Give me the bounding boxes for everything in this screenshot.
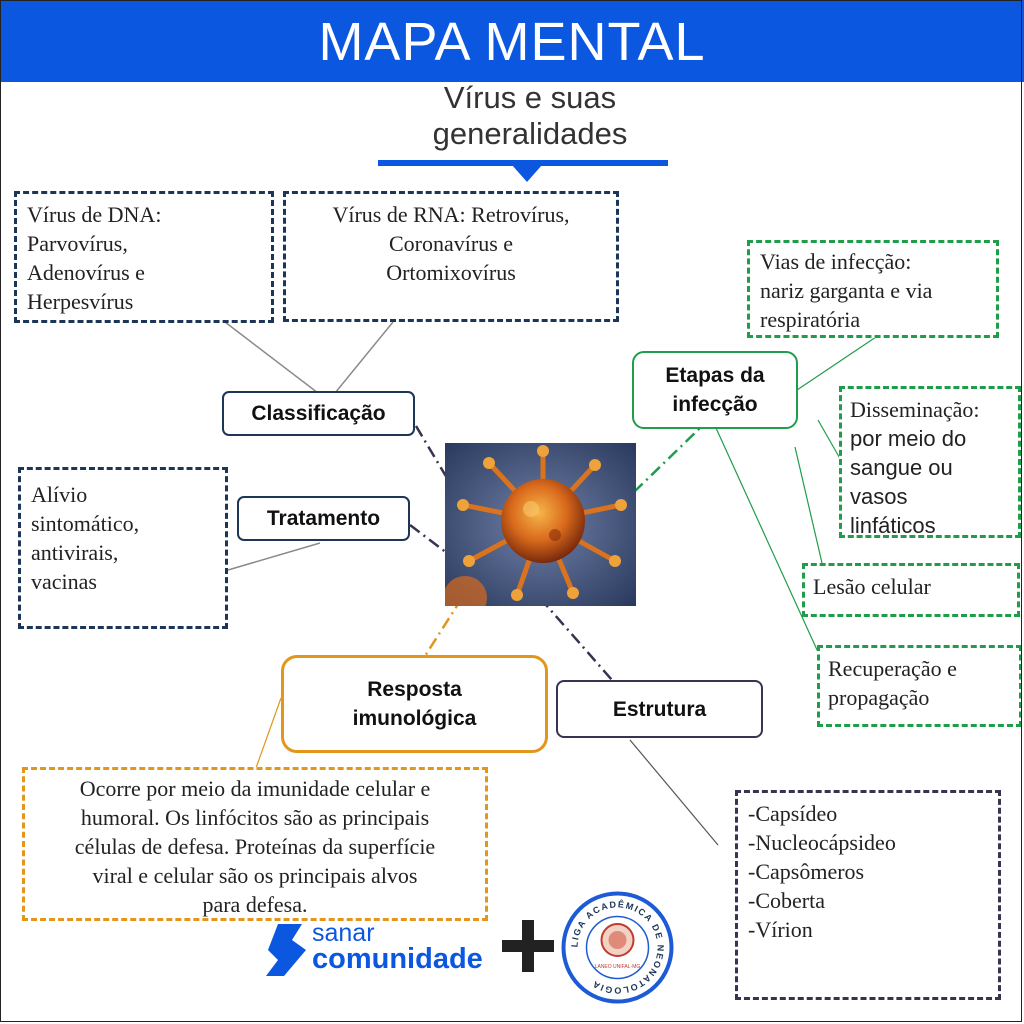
box-tratamento-detalhes: Alívio sintomático, antivirais, vacinas xyxy=(18,467,228,629)
connector-dna xyxy=(224,321,319,394)
resposta-line-1: Resposta xyxy=(367,678,462,701)
box-virus-dna: Vírus de DNA: Parvovírus, Adenovírus e H… xyxy=(14,191,274,323)
disseminacao-line: por meio do xyxy=(850,426,967,451)
estrutura-line: -Capsômeros xyxy=(748,859,865,884)
subtitle-pointer-icon xyxy=(512,165,542,182)
rna-line: Ortomixovírus xyxy=(386,260,516,285)
disseminacao-line: sangue ou xyxy=(850,455,953,480)
resposta-line: humoral. Os linfócitos são as principais xyxy=(80,805,430,830)
connector-center-etapas xyxy=(633,427,701,493)
box-resposta-detalhes: Ocorre por meio da imunidade celular e h… xyxy=(22,767,488,921)
connector-rna xyxy=(334,321,394,394)
node-tratamento: Tratamento xyxy=(237,496,410,541)
disseminacao-line: Disseminação: xyxy=(850,397,980,422)
sanar-logo-icon xyxy=(266,924,306,976)
connector-resposta-box xyxy=(255,697,282,769)
connector-recuperacao xyxy=(715,427,819,653)
estrutura-line: -Vírion xyxy=(748,917,813,942)
estrutura-line: -Capsídeo xyxy=(748,801,838,826)
tratamento-line: vacinas xyxy=(31,569,97,594)
estrutura-line: -Nucleocápsideo xyxy=(748,830,896,855)
node-classificacao: Classificação xyxy=(222,391,415,436)
resposta-line: viral e celular são os principais alvos xyxy=(92,863,418,888)
box-vias-infeccao: Vias de infecção: nariz garganta e via r… xyxy=(747,240,999,338)
dna-line: Adenovírus e xyxy=(27,260,145,285)
rna-line: Coronavírus e xyxy=(388,231,514,256)
vias-line: respiratória xyxy=(760,307,861,332)
disseminacao-line: linfáticos xyxy=(850,513,936,538)
sanar-logo-text: sanar xyxy=(312,919,375,947)
rna-line: Vírus de RNA: Retrovírus, xyxy=(332,202,570,227)
resposta-line: células de defesa. Proteínas da superfíc… xyxy=(74,834,436,859)
tratamento-line: Alívio xyxy=(31,482,88,507)
node-resposta-imunologica: Resposta imunológica xyxy=(281,655,548,753)
vias-line: Vias de infecção: xyxy=(760,249,912,274)
liga-small-text: LANEO UNIFAL-MG xyxy=(595,964,641,970)
virus-image xyxy=(445,443,636,606)
recuperacao-line: propagação xyxy=(828,685,930,710)
etapas-line-2: infecção xyxy=(672,393,758,416)
node-etapas-infeccao: Etapas da infecção xyxy=(632,351,798,429)
sanar-logo-text-bold: comunidade xyxy=(312,943,483,975)
tratamento-line: antivirais, xyxy=(31,540,119,565)
estrutura-line: -Coberta xyxy=(748,888,825,913)
vias-line: nariz garganta e via xyxy=(760,278,933,303)
subtitle-underline xyxy=(378,160,668,166)
node-estrutura: Estrutura xyxy=(556,680,763,738)
connector-estrutura-box xyxy=(629,739,719,846)
connector-lesao xyxy=(794,446,823,564)
subtitle-line-1: Vírus e suas xyxy=(443,80,617,115)
map-subtitle: Vírus e suas generalidades xyxy=(405,80,655,152)
resposta-line: Ocorre por meio da imunidade celular e xyxy=(79,776,431,801)
connector-center-resposta xyxy=(423,597,464,657)
resposta-line: para defesa. xyxy=(202,892,308,917)
dna-line: Parvovírus, xyxy=(27,231,128,256)
resposta-line-2: imunológica xyxy=(352,707,477,730)
recuperacao-line: Recuperação e xyxy=(828,656,957,681)
connector-tratamento xyxy=(227,542,321,571)
box-disseminacao: Disseminação: por meio do sangue ou vaso… xyxy=(839,386,1021,538)
box-lesao-celular: Lesão celular xyxy=(802,563,1020,617)
dna-line: Vírus de DNA: xyxy=(27,202,162,227)
page-title: MAPA MENTAL xyxy=(0,0,1024,82)
connector-center-tratamento xyxy=(409,524,448,554)
disseminacao-line: vasos xyxy=(850,484,908,509)
subtitle-line-2: generalidades xyxy=(432,116,628,151)
connector-center-estrutura xyxy=(539,597,613,681)
dna-line: Herpesvírus xyxy=(27,289,134,314)
connector-disseminacao xyxy=(817,419,843,463)
liga-academica-logo: LIGA ACADÊMICA DE NEONATOLOGIA LANEO UNI… xyxy=(561,891,674,1004)
lesao-line: Lesão celular xyxy=(813,574,931,599)
connector-vias xyxy=(796,336,877,391)
box-estrutura-detalhes: -Capsídeo -Nucleocápsideo -Capsômeros -C… xyxy=(735,790,1001,1000)
plus-icon xyxy=(502,920,554,972)
etapas-line-1: Etapas da xyxy=(665,364,765,387)
connector-center-classificacao xyxy=(414,425,449,479)
box-recuperacao: Recuperação e propagação xyxy=(817,645,1022,727)
box-virus-rna: Vírus de RNA: Retrovírus, Coronavírus e … xyxy=(283,191,619,322)
tratamento-line: sintomático, xyxy=(31,511,140,536)
